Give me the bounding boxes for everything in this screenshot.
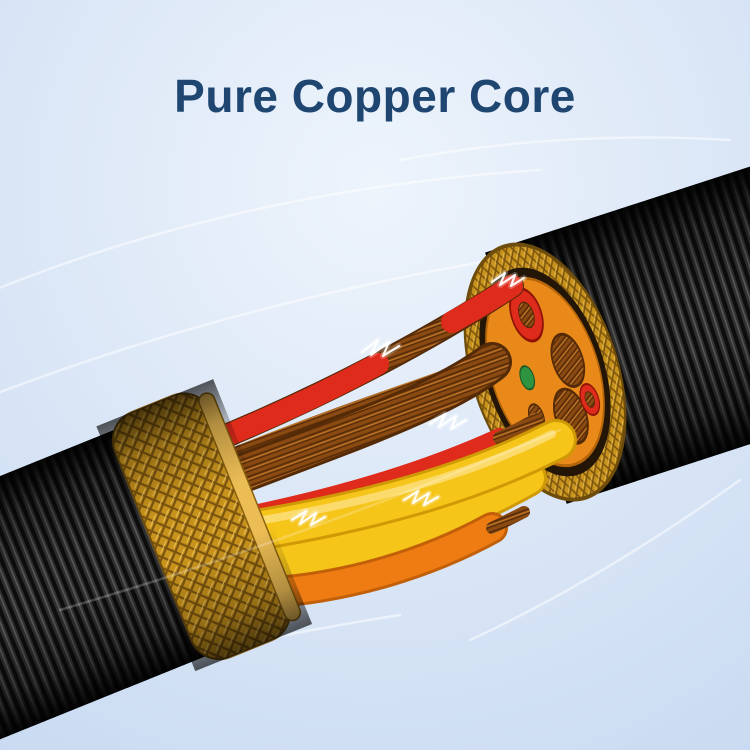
braid-collar — [96, 379, 313, 672]
collar-shade — [96, 379, 313, 672]
spark — [489, 270, 527, 289]
wire-copper-bundle — [199, 342, 512, 502]
spark — [289, 508, 328, 528]
wire-yellow-1-highlight — [235, 430, 556, 528]
wire-yellow-2 — [233, 459, 547, 585]
swoosh-line — [0, 168, 542, 290]
face-wire-green — [519, 365, 536, 391]
spark — [401, 488, 441, 508]
wire-red-upper-insulation-right — [441, 275, 523, 333]
outer-jacket-left — [0, 428, 211, 750]
wire-yellow-1 — [218, 419, 577, 554]
face-copper-core-top — [518, 301, 535, 329]
spark-bolt — [490, 271, 526, 288]
wire-red-lower-copper-tip — [493, 413, 543, 445]
spark-bolt — [290, 509, 327, 527]
spark-bolt — [360, 338, 401, 358]
spark-bolt — [428, 412, 468, 431]
face-copper-bundle-mid — [550, 332, 586, 388]
wire-orange-copper-tip — [486, 506, 530, 534]
page-title: Pure Copper Core — [174, 70, 576, 122]
swoosh-line-front — [58, 428, 562, 612]
face-copper-core-right — [584, 391, 595, 408]
wire-yellow-2-insulation — [236, 462, 544, 582]
spark — [427, 411, 469, 432]
spark-bolt — [402, 489, 440, 507]
swoosh-line — [468, 478, 742, 642]
wire-copper-bundle-strands — [202, 345, 509, 499]
spark — [359, 337, 402, 359]
wire-yellow-1-insulation — [221, 422, 574, 551]
wires — [192, 274, 577, 609]
swoosh-line — [398, 136, 732, 162]
jacket-shade-left — [0, 428, 211, 750]
electric-sparks — [289, 270, 527, 528]
